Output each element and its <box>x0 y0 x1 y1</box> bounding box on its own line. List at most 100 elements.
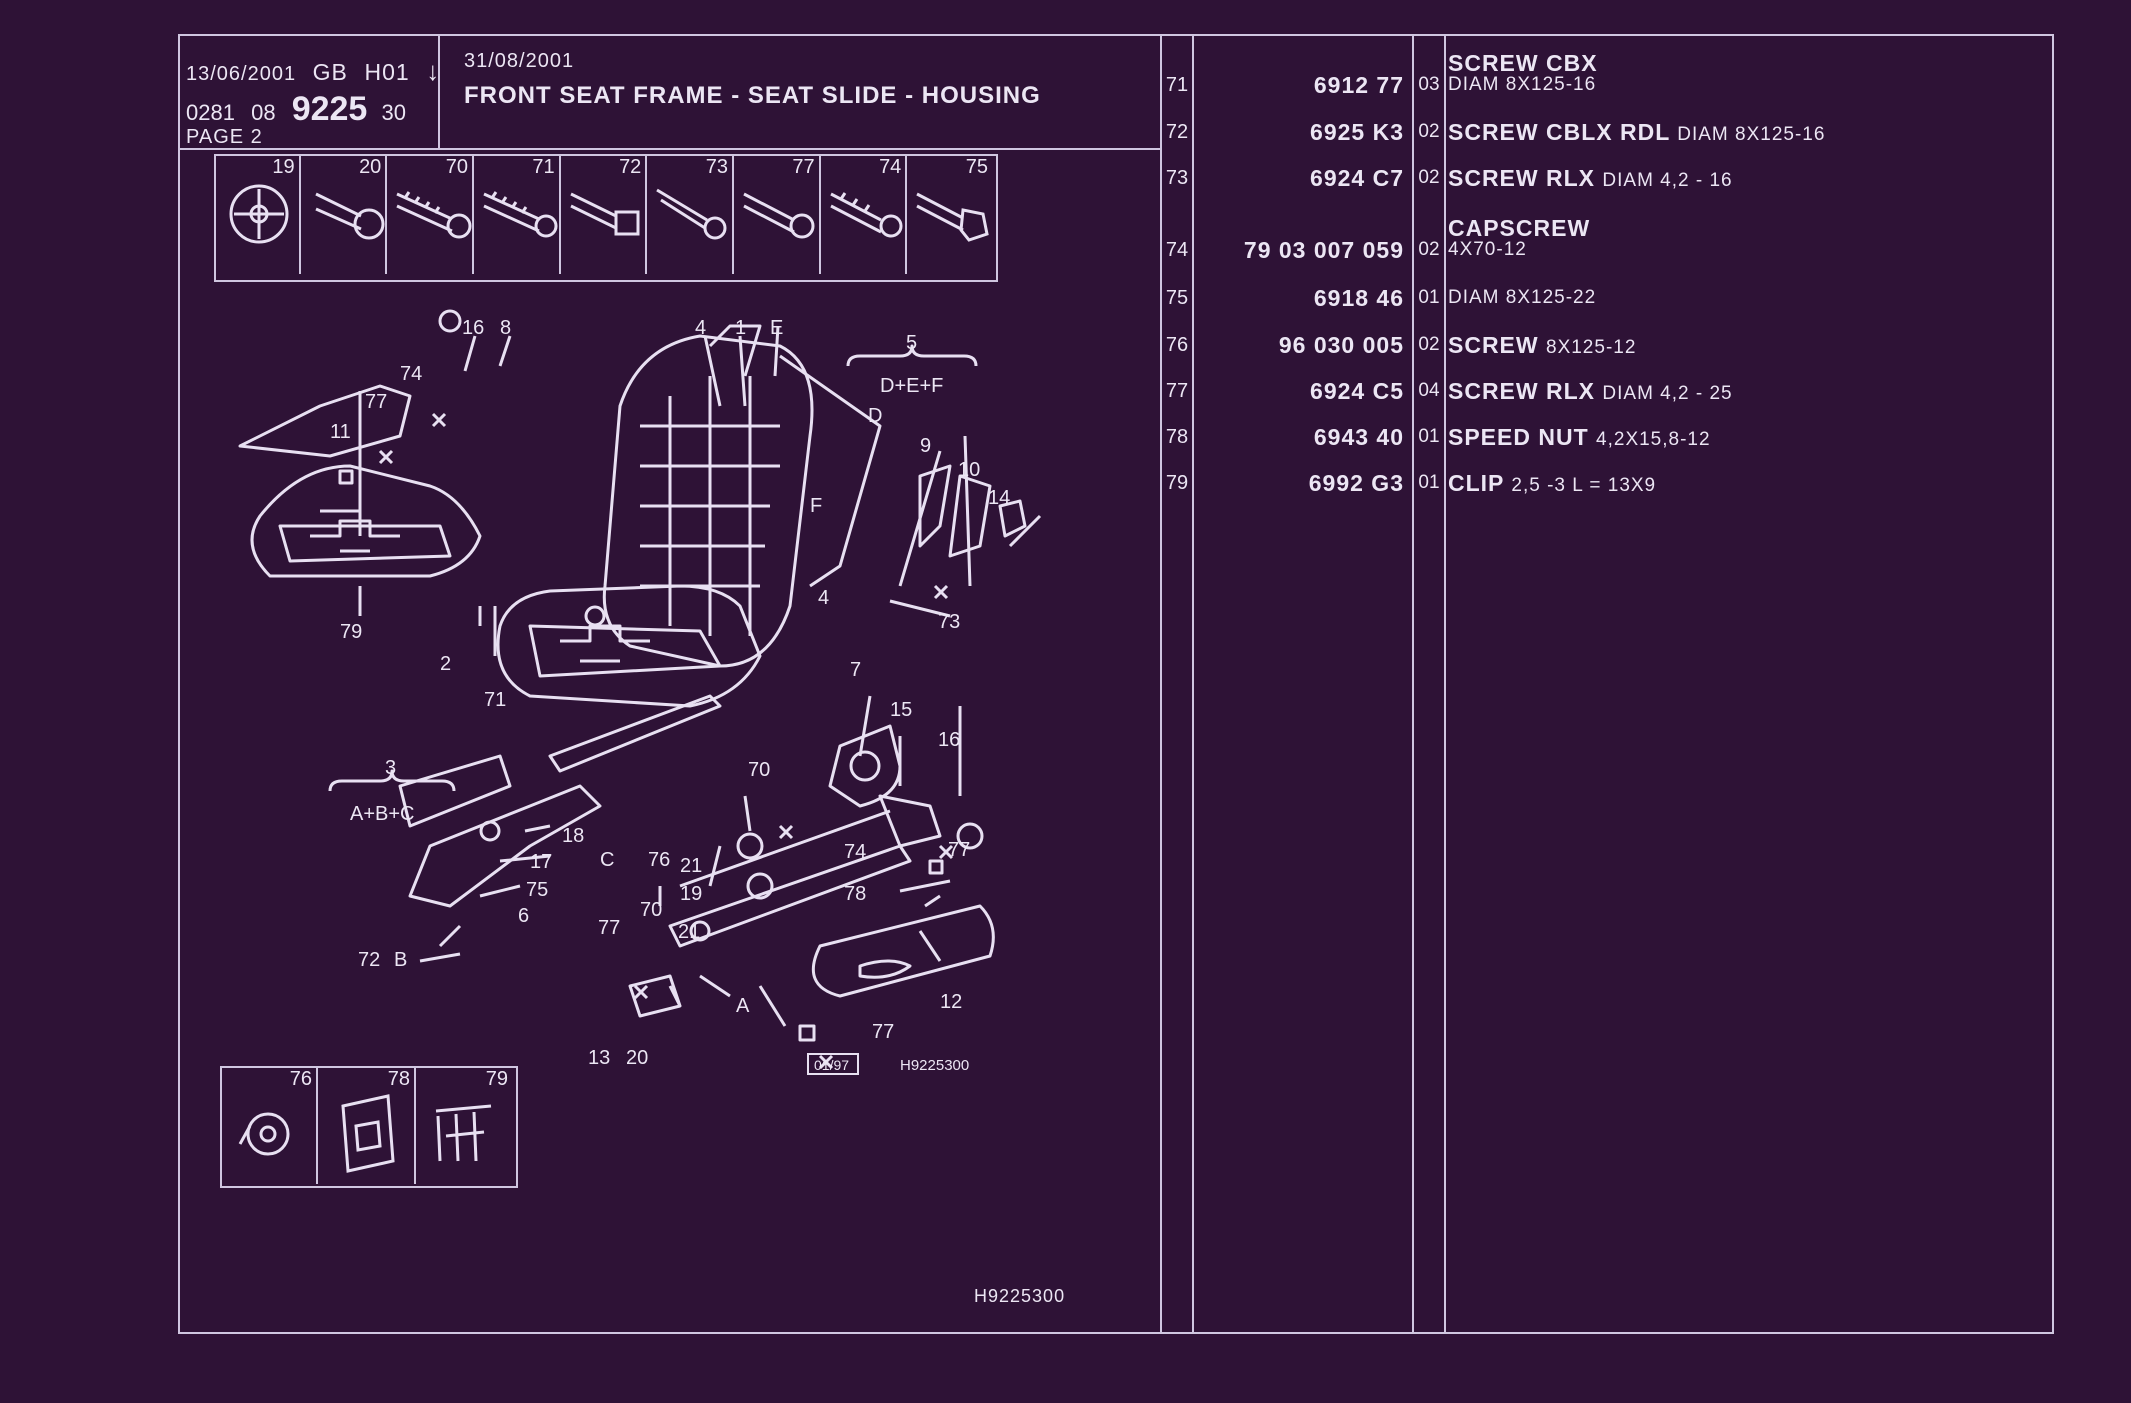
part-sketch-icon <box>229 184 289 244</box>
callout-3: 3 <box>385 757 396 779</box>
exploded-seat-diagram: 16 8 4 1 E 5 D+E+F 74 77 11 D 9 10 14 F … <box>238 309 1042 1075</box>
part-number: 6918 46 <box>1313 285 1404 311</box>
callout-72: 72 <box>358 949 380 971</box>
part-description: 4X70-12 <box>1448 239 1527 260</box>
part-description: DIAM 8X125-22 <box>1448 287 1597 308</box>
thumbnail-number: 79 <box>485 1068 508 1090</box>
callout-74: 74 <box>400 363 422 385</box>
seat-cushion-inner-left <box>278 524 452 563</box>
thumbnail-number: 78 <box>387 1068 410 1090</box>
callout-2: 2 <box>440 653 451 675</box>
part-quantity: 01 <box>1418 287 1440 308</box>
callout-11: 11 <box>330 421 351 443</box>
header-date: 13/06/2001 <box>186 63 297 85</box>
column-divider-qty <box>1444 36 1446 1332</box>
callout-78: 78 <box>844 883 866 905</box>
callout-21: 21 <box>680 855 702 877</box>
callout-4b: 4 <box>818 587 829 609</box>
thumbnail-number: 76 <box>289 1068 312 1090</box>
part-sketch-icon <box>743 192 815 239</box>
column-divider-ref <box>1192 36 1194 1332</box>
callout-71: 71 <box>484 689 506 711</box>
header-date2: 31/08/2001 <box>464 50 575 72</box>
callout-79: 79 <box>340 621 362 643</box>
part-description: DIAM 8X125-16 <box>1448 74 1597 95</box>
part-sketch-icon <box>314 192 385 240</box>
thumbnail-number: 19 <box>272 156 295 178</box>
part-ref-number: 78 <box>1165 426 1189 448</box>
callout-9: 9 <box>920 435 931 457</box>
thumbnail-number: 20 <box>359 156 382 178</box>
thumbnail-part-72: 72 <box>561 154 648 274</box>
callout-D: D <box>868 405 882 427</box>
part-name-heading: SCREW CBX <box>1448 50 1598 76</box>
bottom-thumbnail-strip <box>220 1066 518 1188</box>
callout-ABC: A+B+C <box>350 803 414 825</box>
part-ref-number: 75 <box>1165 287 1189 309</box>
lower-rod-frame <box>408 784 602 908</box>
part-quantity: 04 <box>1418 380 1440 401</box>
column-divider-diagram <box>1160 36 1162 1332</box>
housing-cover <box>811 904 995 998</box>
part-sketch-icon <box>916 192 990 242</box>
part-number: 79 03 007 059 <box>1243 237 1404 263</box>
thumbnail-number: 73 <box>705 156 728 178</box>
callout-DEF: D+E+F <box>880 375 943 397</box>
header-page: PAGE 2 <box>186 126 263 148</box>
header-divider <box>180 148 1160 150</box>
seat-cushion-frame-left <box>250 464 482 578</box>
part-description: SCREW RLX DIAM 4,2 - 16 <box>1448 165 1733 191</box>
part-number: 6924 C5 <box>1310 378 1404 404</box>
callout-15: 15 <box>890 699 912 721</box>
part-sketch-icon <box>656 188 727 240</box>
part-quantity: 01 <box>1418 426 1440 447</box>
part-sketch-icon <box>483 191 558 238</box>
thumbnail-part-74: 74 <box>821 154 908 274</box>
callout-17: 17 <box>530 851 552 873</box>
top-thumbnail-strip <box>214 154 998 282</box>
part-sketch-icon <box>435 1104 492 1162</box>
header-ref-b: 08 <box>251 100 276 125</box>
callout-F: F <box>810 495 822 517</box>
callout-77d: 77 <box>872 1021 894 1043</box>
bolt-16 <box>438 309 462 333</box>
callout-10: 10 <box>958 459 980 481</box>
part-sketch-icon <box>569 192 640 236</box>
callout-77c: 77 <box>598 917 620 939</box>
header-line1: 13/06/2001 GB H01 ↓ <box>186 56 440 87</box>
thumbnail-part-19: 19 <box>214 154 301 274</box>
part-sketch-icon <box>238 1112 290 1156</box>
part-number: 6992 G3 <box>1308 470 1404 496</box>
part-ref-number: 79 <box>1165 472 1189 494</box>
callout-77: 77 <box>365 391 387 413</box>
callout-4: 4 <box>695 317 706 339</box>
thumbnail-number: 70 <box>445 156 468 178</box>
thumbnail-part-75: 75 <box>907 154 992 274</box>
thumbnail-part-79: 79 <box>416 1066 512 1184</box>
footer-code: H9225300 <box>974 1286 1066 1306</box>
part-description: SCREW CBLX RDL DIAM 8X125-16 <box>1448 119 1826 145</box>
part-quantity: 01 <box>1418 472 1440 493</box>
slide-bracket <box>398 754 512 828</box>
thumbnail-part-73: 73 <box>647 154 734 274</box>
callout-8: 8 <box>500 317 511 339</box>
seat-slide-upper <box>548 694 722 773</box>
part-ref-number: 73 <box>1165 167 1189 189</box>
side-trim-panel <box>779 354 882 588</box>
callout-16: 16 <box>462 317 484 339</box>
thumbnail-part-78: 78 <box>318 1066 416 1184</box>
callout-77b: 77 <box>948 839 970 861</box>
header-ref-c: 30 <box>381 100 406 125</box>
thumbnail-number: 74 <box>879 156 902 178</box>
header-arrow-icon: ↓ <box>426 56 441 86</box>
callout-75: 75 <box>526 879 548 901</box>
callout-76: 76 <box>648 849 670 871</box>
part-quantity: 02 <box>1418 167 1440 188</box>
part-ref-number: 72 <box>1165 121 1189 143</box>
part-number: 6943 40 <box>1313 424 1404 450</box>
diagram-code: H9225300 <box>900 1057 969 1074</box>
side-bracket-right <box>828 724 902 808</box>
callout-6: 6 <box>518 905 529 927</box>
callout-B: B <box>394 949 407 971</box>
callout-20: 20 <box>626 1047 648 1069</box>
